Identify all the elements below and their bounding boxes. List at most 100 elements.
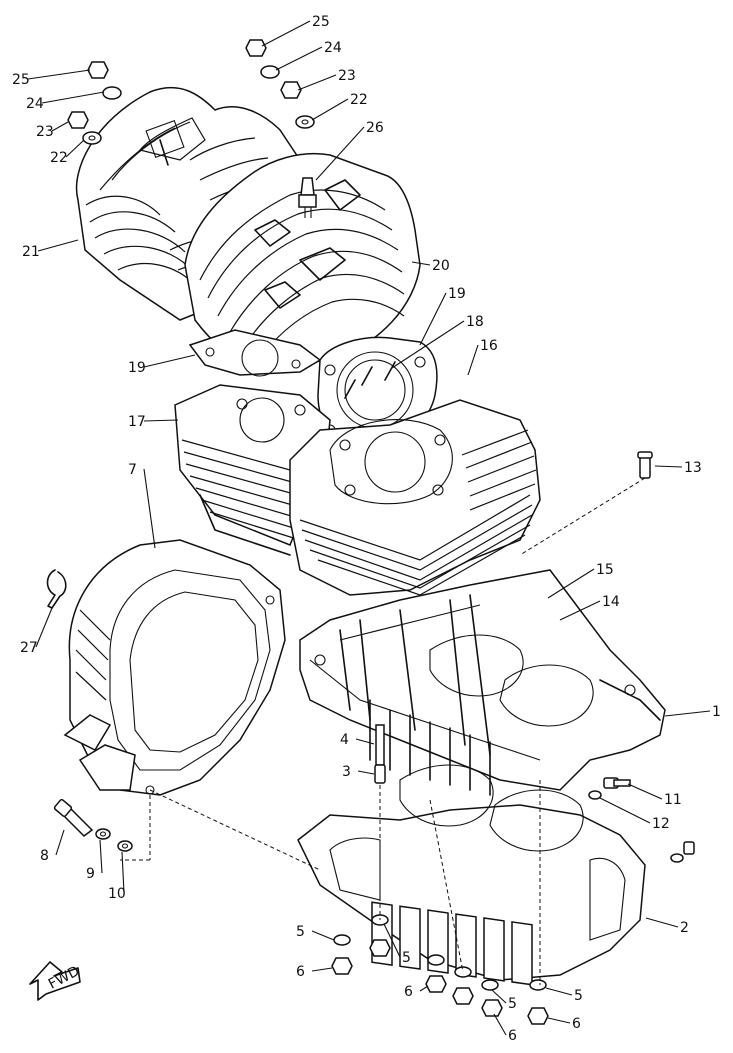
callout-c6a: 6 xyxy=(296,964,333,980)
leader-line xyxy=(357,770,375,775)
leader-line xyxy=(297,74,337,91)
callout-label: 23 xyxy=(36,124,54,140)
head-gasket-19-left xyxy=(188,329,322,377)
callout-c9: 9 xyxy=(86,839,103,882)
callout-c15: 15 xyxy=(547,562,614,599)
leader-line xyxy=(547,568,595,599)
cylinder-16 xyxy=(289,399,541,596)
washer-10 xyxy=(117,840,133,852)
leader-line xyxy=(311,98,349,121)
leader-line xyxy=(99,839,103,874)
callout-c2: 2 xyxy=(645,917,689,936)
crankcase-upper-1 xyxy=(299,569,666,796)
callout-c5d: 5 xyxy=(545,987,583,1004)
callout-label: 6 xyxy=(508,1028,517,1044)
washer-12-b xyxy=(670,853,684,863)
bottom-hardware xyxy=(331,914,549,1025)
washer-9 xyxy=(95,828,111,840)
callout-label: 20 xyxy=(432,258,450,274)
leader-line xyxy=(491,989,507,1004)
leader-line xyxy=(65,139,85,158)
head-hardware-left xyxy=(67,61,122,145)
callout-c10: 10 xyxy=(108,851,126,902)
callout-c27: 27 xyxy=(20,607,53,656)
leader-line xyxy=(654,465,683,468)
callout-label: 25 xyxy=(312,14,330,30)
bolt-11-b xyxy=(683,841,695,855)
bolt-11 xyxy=(603,777,631,789)
assembly-guide-lines xyxy=(120,477,646,985)
leader-line xyxy=(391,320,465,369)
leader-line xyxy=(355,738,375,745)
callout-label: 16 xyxy=(480,338,498,354)
leader-line xyxy=(311,967,333,972)
leader-line xyxy=(599,797,651,824)
callout-label: 12 xyxy=(652,816,670,832)
callout-c16: 16 xyxy=(467,338,498,376)
callout-label: 13 xyxy=(684,460,702,476)
callout-c20: 20 xyxy=(411,258,450,274)
callout-c12: 12 xyxy=(599,797,670,832)
leader-line xyxy=(419,985,429,992)
callout-c22b: 22 xyxy=(311,92,368,121)
callout-label: 21 xyxy=(22,244,40,260)
callout-label: 5 xyxy=(402,950,411,966)
leader-line xyxy=(411,261,431,266)
callout-label: 7 xyxy=(128,462,137,478)
leader-line xyxy=(559,600,601,621)
stud-4 xyxy=(375,724,385,766)
leader-line xyxy=(467,344,479,376)
callout-label: 17 xyxy=(128,414,146,430)
bolt-8 xyxy=(53,798,94,837)
callout-label: 8 xyxy=(40,848,49,864)
leader-line xyxy=(545,987,573,996)
callout-c5c: 5 xyxy=(491,989,517,1012)
washer-12-a xyxy=(588,790,602,800)
callout-label: 3 xyxy=(342,764,351,780)
dowel-3 xyxy=(374,764,386,784)
bolt-13 xyxy=(637,451,653,479)
callout-label: 5 xyxy=(296,924,305,940)
callout-c18: 18 xyxy=(391,314,484,369)
leader-line xyxy=(37,239,79,252)
callout-label: 15 xyxy=(596,562,614,578)
callout-c6d: 6 xyxy=(547,1016,581,1032)
fwd-arrow-icon: FWD xyxy=(29,961,82,1001)
spark-plug-26 xyxy=(298,177,317,218)
leader-line xyxy=(261,20,311,47)
leader-line xyxy=(311,930,335,941)
leader-line xyxy=(493,1013,507,1036)
callout-c23b: 23 xyxy=(297,68,356,91)
callout-label: 24 xyxy=(26,96,44,112)
callout-label: 5 xyxy=(574,988,583,1004)
callout-label: 5 xyxy=(508,996,517,1012)
callout-label: 1 xyxy=(712,704,721,720)
callout-label: 6 xyxy=(572,1016,581,1032)
callout-c21: 21 xyxy=(22,239,79,260)
callout-c25a: 25 xyxy=(12,69,91,88)
leader-line xyxy=(143,419,179,422)
callout-c4: 4 xyxy=(340,732,375,748)
callout-label: 6 xyxy=(296,964,305,980)
leader-line xyxy=(143,354,196,368)
clip-27 xyxy=(46,569,67,609)
callout-label: 2 xyxy=(680,920,689,936)
callout-c14: 14 xyxy=(559,594,620,621)
callout-layer: 2524232225242322262120191918161713715142… xyxy=(12,14,721,1044)
callout-label: 18 xyxy=(466,314,484,330)
leader-line xyxy=(664,710,711,717)
callout-label: 4 xyxy=(340,732,349,748)
leader-line xyxy=(547,1017,571,1024)
callout-label: 25 xyxy=(12,72,30,88)
callout-c13: 13 xyxy=(654,460,702,476)
leader-line xyxy=(121,851,125,894)
callout-label: 11 xyxy=(664,792,682,808)
callout-c7: 7 xyxy=(128,462,156,549)
head-hardware-right xyxy=(245,39,315,129)
leader-line xyxy=(275,46,323,71)
leader-line xyxy=(35,607,53,648)
callout-label: 22 xyxy=(350,92,368,108)
callout-c1: 1 xyxy=(664,704,721,720)
leader-line xyxy=(315,126,365,181)
callout-c19a: 19 xyxy=(419,286,466,346)
